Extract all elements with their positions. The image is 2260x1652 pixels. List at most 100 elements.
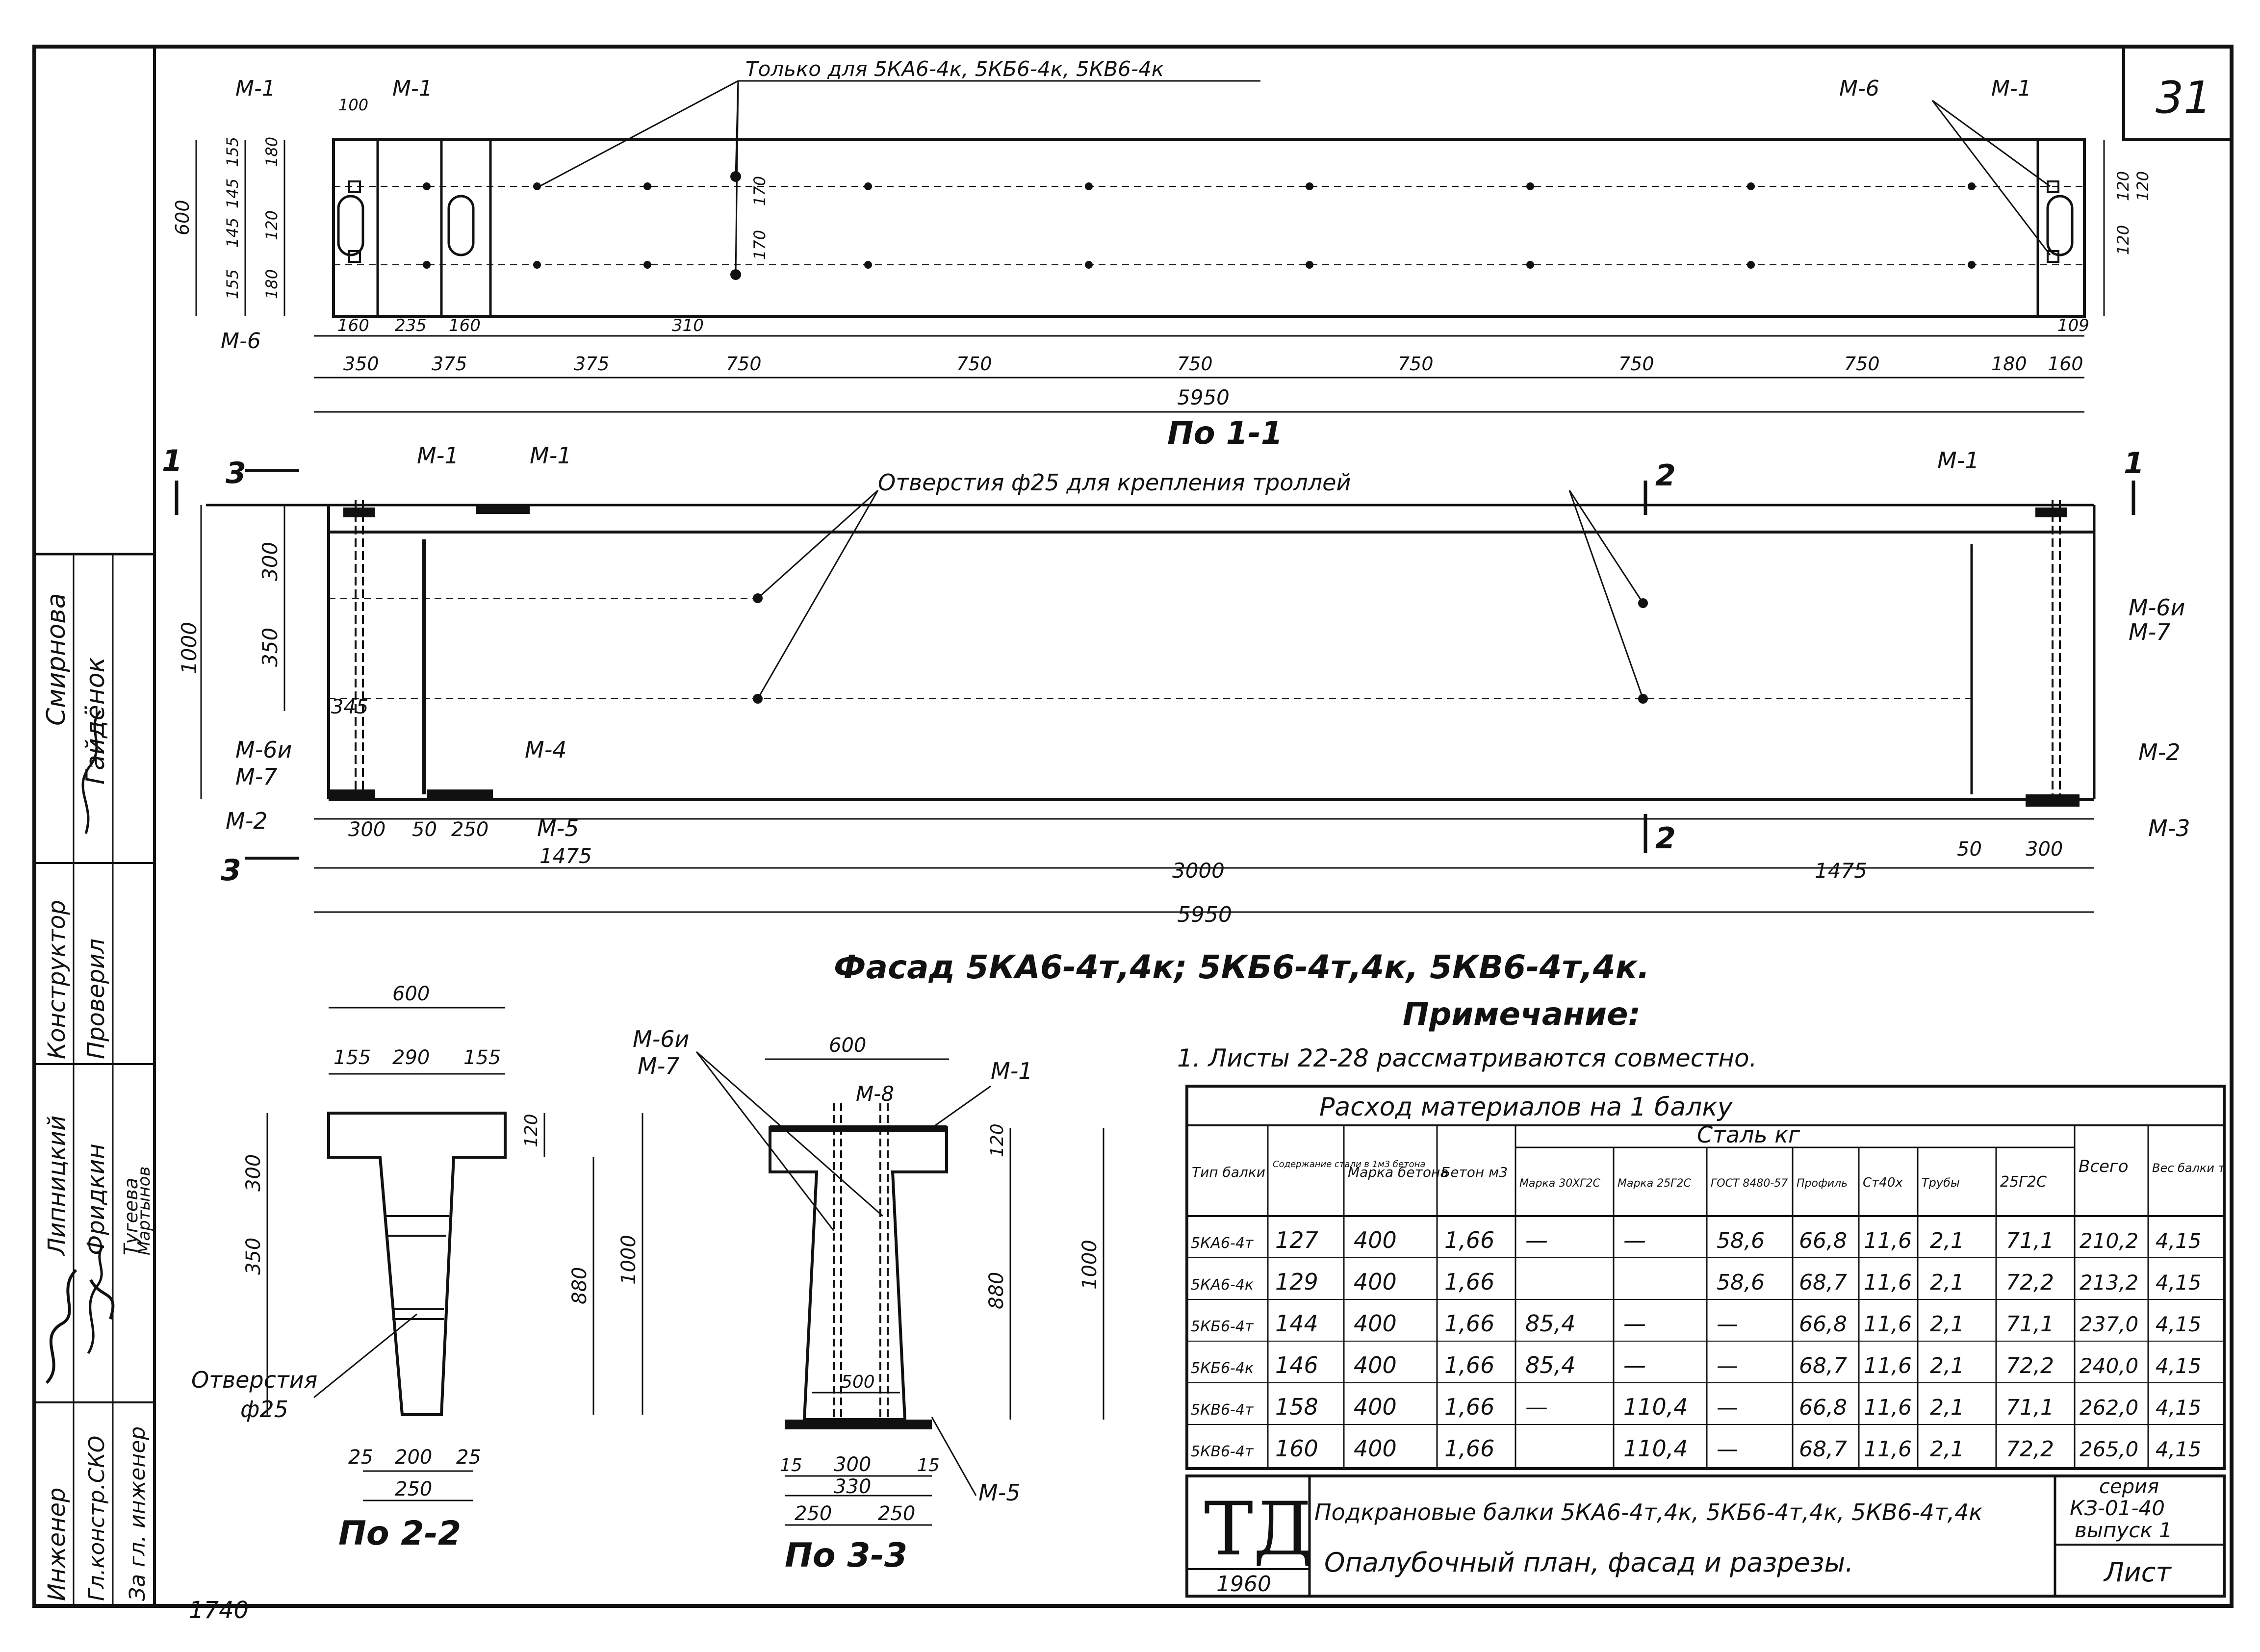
facade-label-m4: M-4 (525, 737, 567, 763)
table-steel-group: Сталь кг (1697, 1121, 1800, 1148)
slot-left-1 (337, 195, 364, 256)
table-cell: 4,15 (2156, 1229, 2202, 1253)
facade-section-3-top: 3 (226, 456, 246, 490)
th-steel-5: Ст40х (1863, 1175, 1903, 1190)
plan-bdim-750c: 750 (1177, 353, 1213, 375)
sheet-number: 31 (2156, 72, 2212, 124)
table-row-type: 5КБ6-4к (1191, 1360, 1254, 1377)
plan-label-m1c: M-1 (1991, 76, 2031, 101)
plan-vdim-600: 600 (172, 200, 193, 235)
table-cell: — (1623, 1352, 1646, 1378)
table-cell: 11,6 (1864, 1312, 1912, 1337)
plan-total-dim: 5950 (1177, 385, 1230, 409)
bottom-left-note: 1740 (189, 1597, 249, 1624)
sheet-number-box (2122, 47, 2232, 141)
facade-section-3-bottom: 3 (221, 853, 241, 888)
facade-bdim-1475b: 1475 (1815, 859, 1867, 883)
s33-vdim-880: 880 (985, 1272, 1008, 1309)
signature-2 (45, 1269, 115, 1384)
plan-vdim-155a: 155 (223, 137, 242, 167)
stamp-role-checked: Проверил (82, 939, 110, 1059)
plan-view (195, 80, 2105, 413)
table-cell: — (1717, 1395, 1738, 1420)
facade-view (175, 469, 2135, 913)
table-cell: 71,1 (2006, 1395, 2054, 1420)
plan-vdim-right-3: 120 (2114, 225, 2132, 255)
table-cell: 146 (1275, 1352, 1318, 1378)
stamp-name-4: Мартынов (134, 1167, 154, 1255)
s22-vdim-120: 120 (521, 1114, 541, 1147)
signature-1 (81, 710, 102, 834)
table-cell: 265,0 (2080, 1437, 2138, 1461)
title-series-label: серия (2099, 1475, 2159, 1498)
th-weight: Вес балки т (2152, 1161, 2226, 1175)
facade-label-m2b: M-2 (2138, 739, 2181, 765)
section-3-3-title: По 3-3 (785, 1536, 907, 1575)
s22-vdim-350: 350 (242, 1238, 265, 1275)
table-cell: 72,2 (2006, 1353, 2054, 1378)
table-cell: 262,0 (2080, 1396, 2138, 1420)
table-cell: 68,7 (1799, 1270, 1847, 1295)
table-cell: 400 (1354, 1435, 1397, 1462)
stamp-role-designer: Конструктор (43, 900, 71, 1059)
section-3-3 (695, 1051, 1104, 1526)
facade-label-m3: M-3 (2148, 815, 2190, 841)
s33-label-m5: M-5 (978, 1479, 1021, 1506)
facade-bdim-50a: 50 (412, 818, 437, 841)
table-cell: 1,66 (1444, 1310, 1494, 1337)
table-cell: 1,66 (1444, 1269, 1494, 1295)
table-cell: 400 (1354, 1352, 1397, 1378)
s33-vdim-1000: 1000 (1079, 1240, 1101, 1290)
title-logo: ТД (1204, 1487, 1313, 1572)
section-2-2-title: По 2-2 (338, 1514, 461, 1553)
table-cell: 71,1 (2006, 1228, 2054, 1253)
th-total: Всего (2079, 1157, 2129, 1176)
s22-bdim-200: 200 (395, 1446, 432, 1469)
facade-bdim-1475a: 1475 (539, 844, 592, 868)
table-cell: 11,6 (1864, 1437, 1912, 1462)
signature-3 (87, 1245, 104, 1354)
plan-label-m6a: M-6 (1839, 76, 1879, 101)
plan-top-dim-109: 109 (2057, 316, 2089, 335)
title-series-value: КЗ-01-40 (2070, 1496, 2165, 1520)
table-cell: 400 (1354, 1227, 1397, 1253)
th-steel-6: Трубы (1922, 1176, 1960, 1190)
table-cell: 58,6 (1717, 1228, 1765, 1253)
facade-section-1-left: 1 (162, 444, 182, 478)
table-cell: — (1717, 1353, 1738, 1378)
plan-bdim-375b: 375 (574, 353, 610, 375)
table-cell: — (1717, 1312, 1738, 1337)
s33-bdim-15b: 15 (917, 1455, 940, 1475)
facade-label-m5: M-5 (537, 815, 579, 841)
s33-bdim-250a: 250 (795, 1502, 832, 1525)
facade-vdim-300: 300 (258, 542, 282, 581)
facade-vdim-1000: 1000 (177, 622, 201, 674)
materials-table (1185, 1085, 2226, 1470)
table-row-type: 5КА6-4т (1191, 1235, 1254, 1252)
s33-dim-600: 600 (829, 1034, 866, 1057)
table-cell: 2,1 (1930, 1228, 1964, 1253)
table-cell: 127 (1275, 1227, 1318, 1253)
plan-vdim-right-2: 120 (2133, 171, 2152, 201)
facade-bdim-3000: 3000 (1172, 859, 1225, 883)
s33-bdim-15a: 15 (780, 1455, 802, 1475)
table-cell: 400 (1354, 1269, 1397, 1295)
table-cell: 110,4 (1623, 1394, 1688, 1420)
plan-vdim-145a: 145 (223, 178, 242, 208)
facade-bdim-300b: 300 (2026, 838, 2063, 861)
facade-bdim-50b: 50 (1957, 838, 1982, 861)
s22-bdim-250: 250 (395, 1478, 432, 1500)
table-cell: 4,15 (2156, 1437, 2202, 1461)
table-cell: — (1525, 1394, 1548, 1420)
table-cell: 4,15 (2156, 1354, 2202, 1378)
facade-bdim-250: 250 (451, 818, 488, 841)
facade-label-m7a: M-7 (235, 763, 278, 790)
table-cell: 158 (1275, 1394, 1318, 1420)
plan-bdim-750a: 750 (726, 353, 762, 375)
th-steel-2: Марка 25Г2С (1618, 1177, 1691, 1190)
table-cell: 11,6 (1864, 1353, 1912, 1378)
table-cell: 66,8 (1799, 1395, 1847, 1420)
s33-vdim-120: 120 (987, 1123, 1007, 1157)
s22-vdim-1000: 1000 (617, 1235, 640, 1285)
